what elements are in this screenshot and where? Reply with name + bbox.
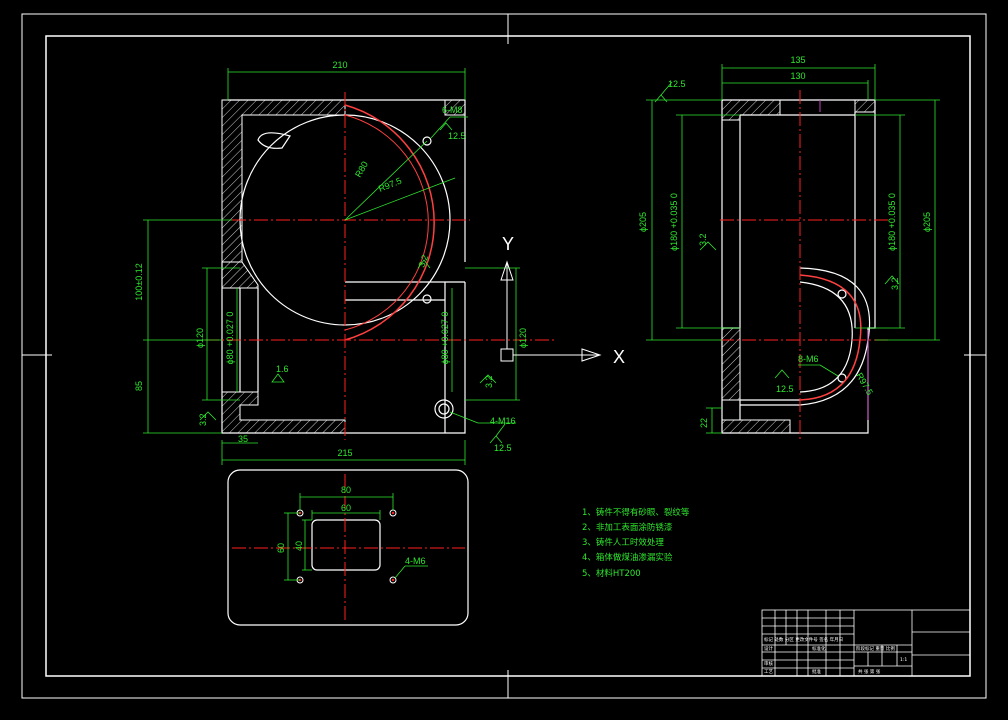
axis-x-label: X [613,347,625,367]
dim-height-lower: 85 [134,381,144,391]
front-view-centerlines [205,92,555,440]
dim-radius-outer: R97.5 [377,176,403,194]
title-block: 标记 处数 分区 更改文件号 签名 年月日 设计 标准化 阶段标记 重量 比例 … [761,609,971,677]
drawing-frame [21,13,987,699]
dim-width-bottom: 215 [337,448,352,458]
title-block-reviewer: 审核 [764,660,773,667]
title-block-sheet: 共 张 第 张 [858,668,881,675]
side-dim-width-inner: 130 [790,71,805,81]
front-view-section-arc [344,104,435,341]
title-block-revision-header: 标记 处数 分区 更改文件号 签名 年月日 [764,636,843,643]
side-dim-dia-right-outer: ϕ205 [922,212,932,232]
side-dim-thread: 8-M6 [798,354,819,364]
side-rough-top: 12.5 [668,79,686,89]
note-3: 3、铸件人工时效处理 [582,537,664,548]
bottom-dim-thread: 4-M6 [405,556,426,566]
note-1: 1、铸件不得有砂眼、裂纹等 [582,507,690,518]
dim-thread-bottom: 4-M16 [490,416,516,426]
side-dim-width-outer: 135 [790,55,805,65]
technical-notes: 1、铸件不得有砂眼、裂纹等 2、非加工表面涂防锈漆 3、铸件人工时效处理 4、箱… [582,507,690,579]
side-rough-bottom: 12.5 [776,384,794,394]
coordinate-axes: Y X [500,234,625,367]
bottom-dim-width-outer: 80 [341,485,351,495]
front-view: 210 215 6-M8 12.5 R80 R97.5 100±0.12 85 … [134,60,555,465]
front-view-dimensions [143,68,520,465]
dim-thread-top: 6-M8 [442,105,463,115]
side-rough-left: 3.2 [698,233,708,246]
note-2: 2、非加工表面涂防锈漆 [582,522,673,533]
dim-offset-left: 35 [238,434,248,444]
rough-small: 3.2 [416,254,430,269]
dim-dia-right-outer: ϕ120 [518,328,528,348]
dim-radius-inner: R80 [353,160,370,179]
rough-bottom: 12.5 [494,443,512,453]
side-view: 135 130 12.5 ϕ205 ϕ180 +0.035 0 3.2 ϕ180… [638,55,940,440]
dim-width-top: 210 [332,60,347,70]
rough-right: 3.2 [484,375,494,388]
bottom-dim-height-inner: 40 [294,541,304,551]
rough-left: 3.2 [198,413,208,426]
side-dim-dia-left-outer: ϕ205 [638,212,648,232]
axis-y-label: Y [502,234,514,254]
note-4: 4、箱体做煤油渗漏实验 [582,552,673,563]
front-view-section-arc-inner [344,114,429,331]
dim-dia-left-outer: ϕ120 [195,328,205,348]
title-block-designer: 设计 [764,645,773,652]
side-dim-dia-left-inner: ϕ180 +0.035 0 [669,193,679,251]
side-dim-thickness: 22 [699,418,709,428]
rough-top: 12.5 [448,131,466,141]
side-dim-radius: R97.5 [854,371,875,397]
dim-dia-right-inner: ϕ80 +0.027 0 [440,312,450,365]
dim-height-upper: 100±0.12 [134,263,144,300]
title-block-approver: 批准 [812,668,821,675]
side-rough-right: 3.2 [890,277,900,290]
note-5: 5、材料HT200 [582,568,641,579]
bottom-dim-height-outer: 60 [276,543,286,553]
bottom-view: 80 60 60 40 4-M6 [227,469,469,626]
bottom-dim-width-inner: 60 [341,503,351,513]
title-block-stage-weight-scale: 阶段标记 重量 比例 [856,645,895,652]
front-view-hatching [221,99,466,434]
title-block-process: 工艺 [764,669,773,675]
title-block-standardization: 标准化 [812,645,826,652]
rough-mid: 1.6 [276,364,289,374]
title-block-scale-value: 1:1 [900,657,907,663]
side-dim-dia-right-inner: ϕ180 +0.035 0 [887,193,897,251]
dim-dia-left-inner: ϕ80 +0.027 0 [225,312,235,365]
